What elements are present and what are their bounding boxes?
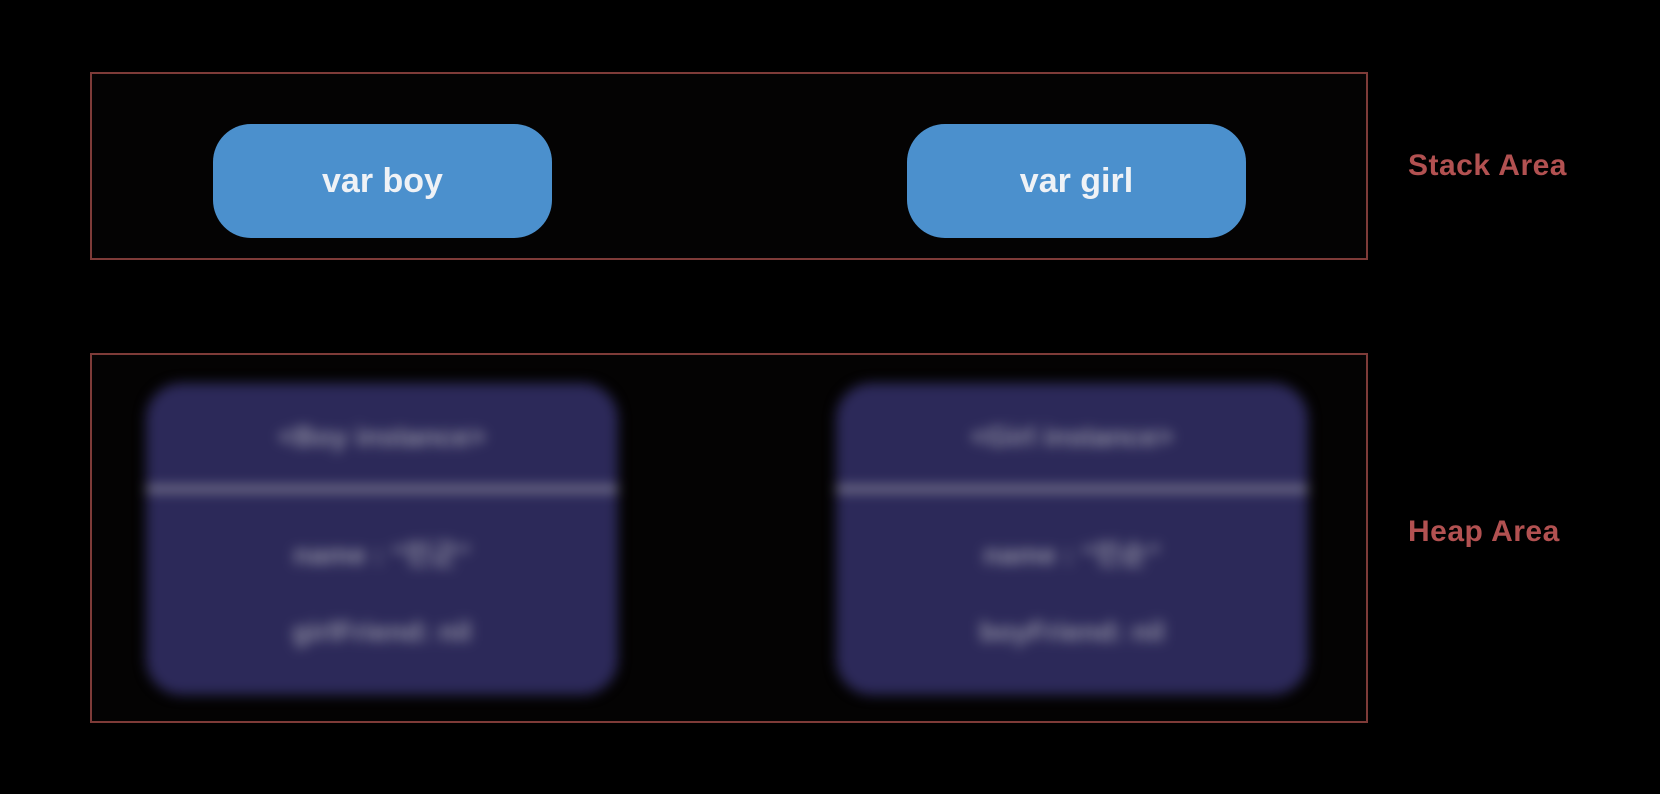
boy-instance-card: <Boy instance> name : “민군” girlFriend: n…	[146, 383, 618, 695]
var-girl-label: var girl	[1019, 161, 1134, 200]
boy-instance-girlfriend-field: girlFriend: nil	[292, 616, 472, 647]
girl-instance-card: <Girl instance> name : “민순” boyFriend: n…	[836, 383, 1308, 695]
stack-area-box: var boy var girl	[90, 72, 1368, 260]
var-boy-label: var boy	[322, 161, 443, 200]
heap-area-label: Heap Area	[1408, 515, 1560, 548]
boy-instance-name-field: name : “민군”	[293, 539, 471, 570]
boy-instance-divider	[146, 486, 618, 492]
girl-instance-divider	[836, 486, 1308, 492]
var-boy-node: var boy	[213, 124, 552, 238]
girl-instance-boyfriend-field: boyFriend: nil	[979, 616, 1165, 647]
girl-instance-title: <Girl instance>	[970, 421, 1174, 452]
stack-area-label: Stack Area	[1408, 149, 1567, 182]
heap-area-box: <Boy instance> name : “민군” girlFriend: n…	[90, 353, 1368, 723]
boy-instance-title: <Boy instance>	[278, 421, 486, 452]
girl-instance-name-field: name : “민순”	[983, 539, 1161, 570]
var-girl-node: var girl	[907, 124, 1246, 238]
